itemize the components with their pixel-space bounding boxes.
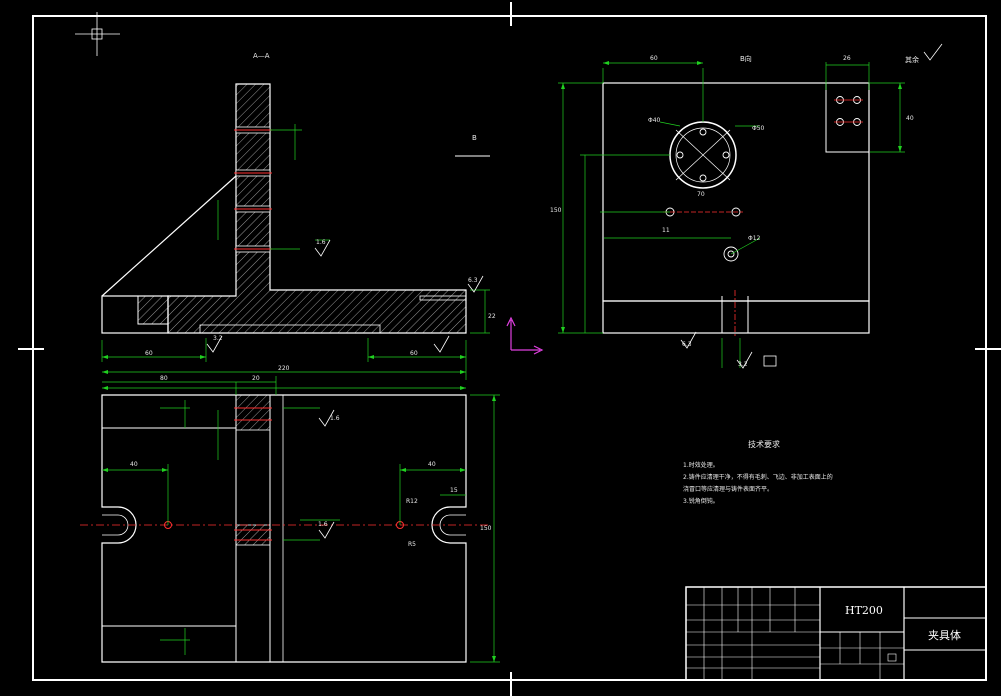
- front-section-view: 60 60 220 22 3.2 1.6 6.3 A—A: [101, 52, 496, 380]
- side-dim-26: 26: [843, 55, 851, 62]
- side-dim-11: 11: [662, 227, 670, 234]
- view-b-marker: B: [472, 134, 477, 142]
- front-dim-left: 60: [145, 350, 153, 357]
- plan-dim-40-right: 40: [428, 461, 436, 468]
- plan-view: 80 20 150 40 40 R12 15 R5 1.6 1.6: [80, 375, 500, 663]
- front-roughness-c: 6.3: [468, 277, 478, 284]
- roughness-label: 其余: [905, 55, 919, 64]
- sheet-border: [18, 2, 1001, 696]
- side-dim-phi12: Φ12: [748, 235, 761, 242]
- plan-dim-r5: R5: [408, 541, 416, 548]
- part-name-label: 夹具体: [928, 628, 961, 642]
- plan-dim-r12: R12: [406, 498, 418, 505]
- material-label: HT200: [845, 604, 883, 617]
- front-roughness-b: 1.6: [316, 239, 326, 246]
- side-dim-d40: Φ40: [648, 117, 661, 124]
- side-roughness-b: 3.2: [738, 361, 748, 368]
- plan-dim-height: 150: [480, 525, 492, 532]
- side-dim-width: 60: [650, 55, 658, 62]
- crosshair-icon: [75, 12, 120, 56]
- plan-roughness-top: 1.6: [330, 415, 340, 422]
- plan-dim-20: 20: [252, 375, 260, 382]
- plan-dim-40-left: 40: [130, 461, 138, 468]
- side-dim-d50: Φ50: [752, 125, 765, 132]
- plan-roughness-mid: 1.6: [318, 521, 328, 528]
- tech-title: 技术要求: [748, 439, 780, 449]
- section-view-label: A—A: [253, 52, 270, 60]
- tech-item-2: 2.铸件应清理干净，不得有毛刺、飞边、非加工表面上的: [683, 473, 833, 481]
- plan-dim-15: 15: [450, 487, 458, 494]
- side-view-b: 60 26 150 40 Φ40 Φ50 70 11 Φ12 6.3 3.2 B…: [455, 43, 943, 369]
- title-block: [685, 586, 987, 681]
- front-dim-total: 220: [278, 365, 290, 372]
- front-dim-right: 60: [410, 350, 418, 357]
- tech-item-1: 1.时效处理。: [683, 461, 719, 469]
- side-dim-height: 150: [550, 207, 562, 214]
- plan-dim-80: 80: [160, 375, 168, 382]
- tech-item-3: 浇冒口等应清理与铸件表面齐平。: [683, 485, 773, 493]
- front-roughness-a: 3.2: [213, 335, 223, 342]
- technical-requirements: 技术要求 1.时效处理。 2.铸件应清理干净，不得有毛刺、飞边、非加工表面上的 …: [683, 439, 833, 505]
- front-dim-thickness: 22: [488, 313, 496, 320]
- side-dim-70: 70: [697, 191, 705, 198]
- side-view-label: B向: [740, 54, 752, 63]
- tech-item-4: 3.锐角倒钝。: [683, 497, 719, 505]
- ucs-icon: [506, 316, 544, 355]
- side-dim-40: 40: [906, 115, 914, 122]
- side-roughness-a: 6.3: [682, 341, 692, 348]
